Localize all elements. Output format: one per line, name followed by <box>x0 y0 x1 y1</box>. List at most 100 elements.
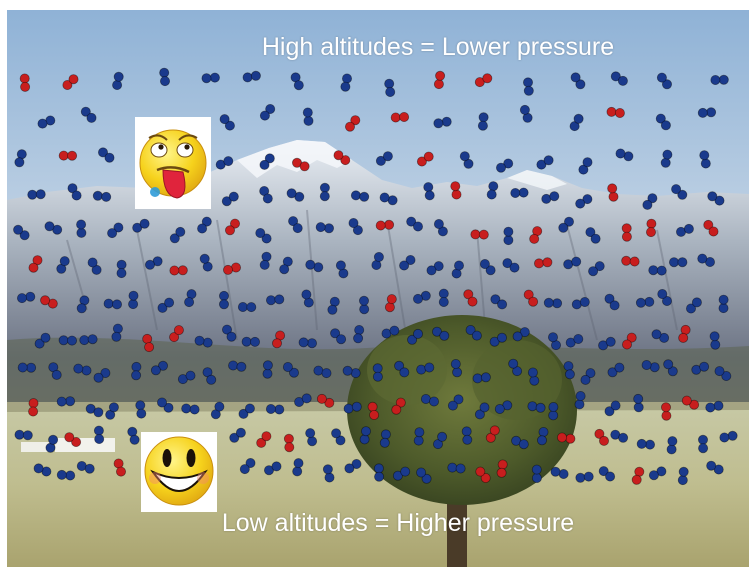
air-molecule-icon <box>322 464 335 483</box>
air-molecule-icon <box>201 72 220 84</box>
air-molecule-icon <box>259 104 276 121</box>
air-molecule-icon <box>705 400 724 413</box>
air-molecule-icon <box>527 367 540 386</box>
air-molecule-icon <box>413 427 425 446</box>
air-molecule-icon <box>407 328 423 345</box>
air-molecule-icon <box>660 149 673 168</box>
air-molecule-icon <box>342 365 361 379</box>
air-molecule-icon <box>607 362 625 378</box>
air-molecule-icon <box>301 289 314 308</box>
air-molecule-icon <box>156 397 174 413</box>
air-molecule-icon <box>523 77 534 96</box>
air-molecule-icon <box>636 438 656 450</box>
air-molecule-icon <box>218 290 229 310</box>
air-molecule-icon <box>703 219 719 237</box>
air-molecule-icon <box>423 182 435 201</box>
air-molecule-icon <box>271 330 286 349</box>
air-molecule-icon <box>406 216 423 232</box>
air-molecule-icon <box>62 74 79 91</box>
air-molecule-icon <box>221 324 237 342</box>
air-molecule-icon <box>262 360 273 379</box>
air-molecule-icon <box>432 431 448 450</box>
air-molecule-icon <box>76 219 87 238</box>
air-molecule-icon <box>489 332 507 347</box>
air-molecule-icon <box>116 259 127 279</box>
air-molecule-icon <box>263 461 282 476</box>
air-molecule-icon <box>14 149 27 168</box>
air-molecule-icon <box>113 458 127 477</box>
air-molecule-icon <box>470 229 489 240</box>
air-molecule-icon <box>286 188 305 202</box>
air-molecule-icon <box>28 255 43 273</box>
air-molecule-icon <box>282 361 299 378</box>
air-molecule-icon <box>256 431 272 448</box>
air-molecule-icon <box>28 398 39 417</box>
air-molecule-icon <box>169 226 186 244</box>
air-molecule-icon <box>450 181 462 200</box>
air-molecule-icon <box>570 72 586 90</box>
air-molecule-icon <box>512 327 530 342</box>
air-molecule-icon <box>288 216 303 234</box>
air-molecule-icon <box>313 365 332 379</box>
air-molecule-icon <box>529 226 543 244</box>
air-molecule-icon <box>128 290 139 310</box>
air-molecule-icon <box>48 362 62 380</box>
air-molecule-icon <box>265 294 285 306</box>
air-molecule-icon <box>666 436 678 455</box>
air-molecule-icon <box>519 104 533 123</box>
air-molecule-icon <box>463 289 478 307</box>
air-molecule-icon <box>537 426 549 446</box>
air-molecule-icon <box>697 253 716 267</box>
air-molecule-icon <box>709 331 721 350</box>
air-molecule-icon <box>16 291 36 304</box>
air-molecule-icon <box>379 429 391 448</box>
air-molecule-icon <box>135 400 147 419</box>
air-molecule-icon <box>479 258 496 276</box>
air-molecule-icon <box>298 337 317 349</box>
air-molecule-icon <box>461 426 473 445</box>
air-molecule-icon <box>656 72 673 90</box>
air-molecule-icon <box>229 427 246 443</box>
air-molecule-icon <box>633 393 644 413</box>
air-molecule-icon <box>291 157 310 172</box>
air-molecule-icon <box>259 185 273 204</box>
air-molecule-icon <box>340 73 352 92</box>
air-molecule-icon <box>76 460 95 474</box>
air-molecule-icon <box>433 218 448 237</box>
air-molecule-icon <box>575 194 593 209</box>
air-molecule-icon <box>27 189 46 200</box>
air-molecule-icon <box>242 70 261 83</box>
air-molecule-icon <box>392 466 411 481</box>
air-molecule-icon <box>348 217 363 236</box>
air-molecule-icon <box>621 255 640 267</box>
air-molecule-icon <box>465 324 482 341</box>
air-molecule-icon <box>238 403 255 419</box>
air-molecule-icon <box>315 222 334 234</box>
air-molecule-icon <box>67 183 82 201</box>
scene-illustration <box>7 10 749 567</box>
tree <box>347 315 577 567</box>
air-molecule-icon <box>327 296 340 315</box>
air-molecule-icon <box>384 78 396 98</box>
air-molecule-icon <box>571 296 590 310</box>
air-molecule-icon <box>132 218 150 233</box>
air-molecule-icon <box>697 107 717 118</box>
air-molecule-icon <box>657 288 673 306</box>
air-molecule-icon <box>714 366 732 381</box>
air-molecule-icon <box>543 297 563 309</box>
air-molecule-icon <box>343 401 362 414</box>
air-molecule-icon <box>651 329 670 343</box>
air-molecule-icon <box>34 332 51 349</box>
air-molecule-icon <box>142 333 155 353</box>
air-molecule-icon <box>379 192 398 206</box>
air-molecule-icon <box>333 150 351 166</box>
air-molecule-icon <box>550 466 569 479</box>
air-molecule-icon <box>502 258 520 273</box>
air-molecule-icon <box>45 434 59 453</box>
air-molecule-icon <box>305 259 324 273</box>
air-molecule-icon <box>610 71 628 86</box>
air-molecule-icon <box>19 73 31 92</box>
air-molecule-icon <box>642 193 658 210</box>
air-molecule-icon <box>358 295 370 315</box>
air-molecule-icon <box>433 116 452 129</box>
